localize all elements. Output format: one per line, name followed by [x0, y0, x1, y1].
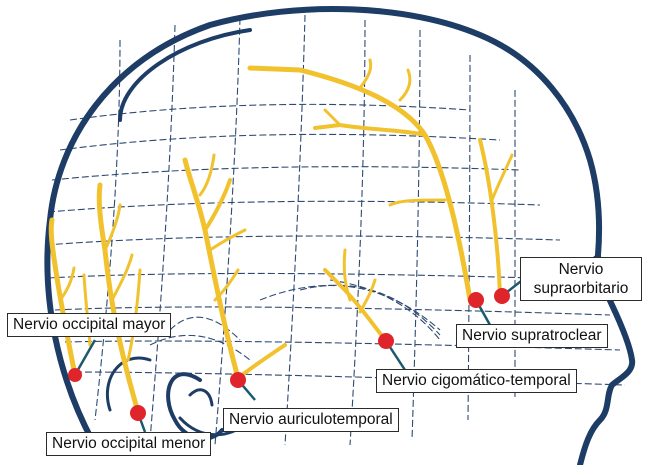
point-occipital-minor [130, 405, 146, 421]
label-supraorbital: Nervio supraorbitario [520, 257, 642, 301]
label-supraorbital-line1: Nervio [527, 260, 635, 279]
point-supraorbital [494, 288, 510, 304]
point-supratrochlear [468, 292, 484, 308]
point-occipital-major [68, 368, 82, 382]
label-occipital-minor: Nervio occipital menor [46, 432, 211, 456]
label-occipital-major: Nervio occipital mayor [7, 313, 171, 337]
point-auriculotemporal [230, 372, 246, 388]
point-zygomaticotemporal [378, 333, 394, 349]
label-zygomaticotemporal: Nervio cigomático-temporal [376, 369, 577, 393]
label-auriculotemporal: Nervio auriculotemporal [223, 408, 399, 432]
label-supraorbital-line2: supraorbitario [527, 279, 635, 298]
label-supratrochlear: Nervio supratroclear [456, 324, 608, 348]
